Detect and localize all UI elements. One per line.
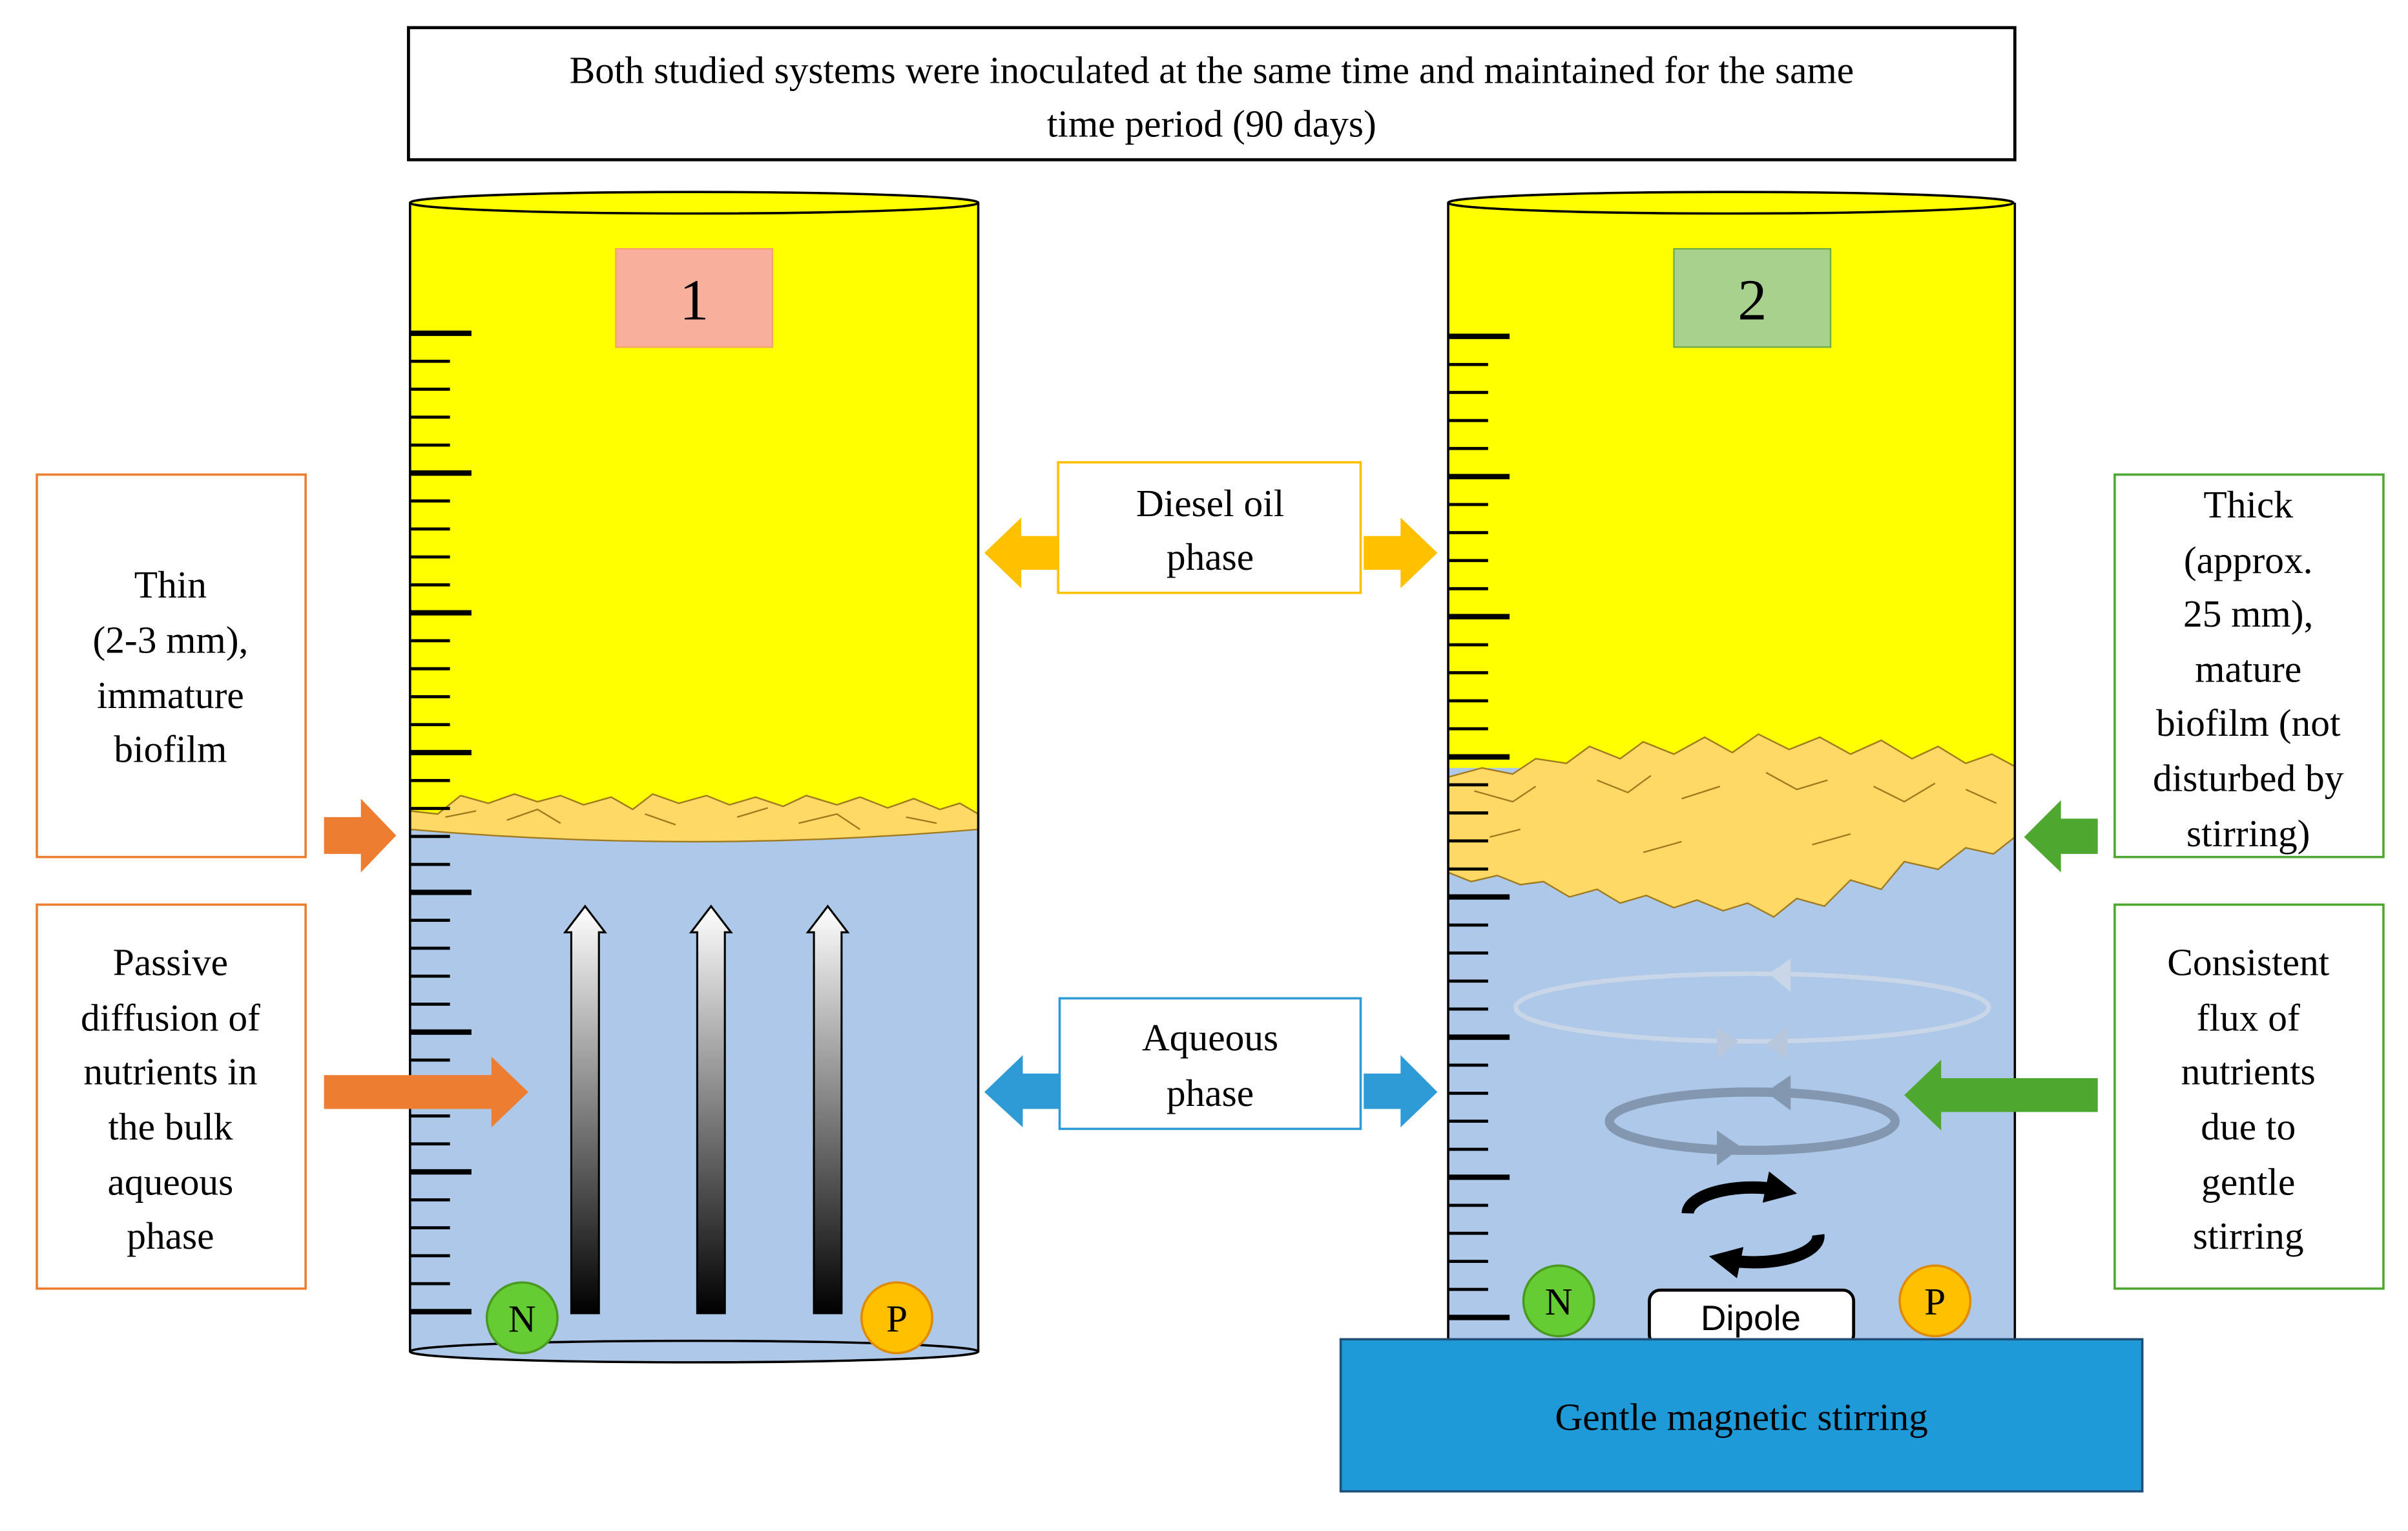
diffusion-arrows	[563, 904, 850, 1315]
consistent-flux-line-6: stirring	[2193, 1214, 2304, 1257]
passive-diffusion-box: Passive diffusion of nutrients in the bu…	[36, 903, 307, 1290]
nutrient-n-1	[485, 1281, 559, 1355]
biofilm-1	[409, 793, 979, 843]
thick-biofilm-line-6: disturbed by	[2153, 756, 2344, 799]
consistent-flux-line-4: due to	[2201, 1105, 2296, 1148]
thick-biofilm-line-5: biofilm (not	[2156, 702, 2341, 744]
nutrient-n-2	[1522, 1264, 1595, 1338]
system-2-number-box	[1673, 247, 1832, 348]
passive-diffusion-line-5: aqueous	[108, 1161, 234, 1203]
diffusion-arrow-3	[805, 904, 850, 1315]
passive-diffusion-line-4: the bulk	[108, 1105, 233, 1148]
nutrient-p-1-label: P	[886, 1297, 908, 1340]
header-line-2: time period (90 days)	[1047, 103, 1376, 145]
oil-arrow-left	[984, 517, 1059, 588]
thick-biofilm-box: Thick (approx. 25 mm), mature biofilm (n…	[2113, 473, 2385, 859]
biofilm-1-arrow	[324, 798, 397, 873]
header-line-1: Both studied systems were inoculated at …	[570, 48, 1854, 91]
thick-biofilm-line-1: Thick	[2203, 483, 2293, 526]
diffusion-arrow-1	[563, 904, 607, 1315]
consistent-flux-line-3: nutrients	[2181, 1050, 2316, 1093]
diffusion-arrow-2	[689, 904, 733, 1315]
thick-biofilm-line-3: 25 mm),	[2183, 592, 2313, 635]
biofilm-2	[1447, 733, 2016, 918]
cylinder-2-top	[1447, 191, 2015, 215]
aqueous-line-1: Aqueous	[1142, 1016, 1278, 1059]
passive-diffusion-line-1: Passive	[113, 941, 228, 984]
header-box: Both studied systems were inoculated at …	[407, 26, 2017, 161]
oil-arrow-right	[1364, 517, 1438, 588]
aqueous-arrow-left	[984, 1055, 1060, 1128]
passive-diffusion-line-6: phase	[127, 1214, 214, 1257]
flux-arrow-pointer	[1904, 1059, 2098, 1130]
system-1-number-box	[615, 247, 774, 348]
graduation-scale-1	[410, 330, 472, 1315]
diesel-oil-line-1: Diesel oil	[1136, 482, 1284, 525]
thick-biofilm-line-4: mature	[2195, 648, 2301, 691]
stirrer-label: Gentle magnetic stirring	[1555, 1395, 1928, 1438]
passive-diffusion-line-2: diffusion of	[81, 996, 260, 1039]
thin-biofilm-line-2: (2-3 mm),	[92, 618, 248, 661]
cylinder-1-top	[409, 191, 980, 215]
thick-biofilm-line-2: (approx.	[2184, 539, 2313, 581]
consistent-flux-line-1: Consistent	[2167, 941, 2329, 984]
thin-biofilm-line-1: Thin	[134, 563, 207, 606]
aqueous-box: Aqueous phase	[1058, 997, 1362, 1130]
thin-biofilm-line-3: immature	[97, 674, 244, 716]
nutrient-p-1	[860, 1281, 933, 1355]
flow-ring-outer	[1513, 971, 1991, 1044]
thin-biofilm-box: Thin (2-3 mm), immature biofilm	[36, 473, 307, 859]
thick-biofilm-line-7: stirring)	[2186, 812, 2310, 855]
nutrient-n-1-label: N	[508, 1297, 536, 1340]
passive-diffusion-line-3: nutrients in	[83, 1050, 257, 1093]
diffusion-arrow-pointer	[324, 1056, 528, 1128]
consistent-flux-line-5: gentle	[2201, 1161, 2295, 1203]
consistent-flux-box: Consistent flux of nutrients due to gent…	[2113, 903, 2385, 1290]
diesel-oil-line-2: phase	[1167, 536, 1254, 578]
aqueous-line-2: phase	[1167, 1072, 1254, 1114]
circulation-flow	[1513, 958, 1991, 1278]
dipole-label: Dipole	[1701, 1298, 1801, 1338]
magnetic-stirrer	[1339, 1338, 2144, 1493]
system-2-number: 2	[1738, 267, 1767, 333]
system-1-number: 1	[680, 267, 709, 333]
cylinder-1	[409, 191, 980, 1364]
flow-ring-inner	[1604, 1087, 1900, 1155]
nutrient-n-2-label: N	[1545, 1280, 1573, 1323]
diesel-oil-box: Diesel oil phase	[1057, 461, 1362, 594]
thin-biofilm-line-4: biofilm	[114, 727, 227, 770]
rotation-arrow-top	[1681, 1171, 1798, 1214]
consistent-flux-line-2: flux of	[2197, 996, 2300, 1039]
biofilm-2-arrow	[2024, 800, 2098, 873]
nutrient-p-2-label: P	[1924, 1280, 1946, 1323]
nutrient-p-2	[1898, 1264, 1972, 1338]
aqueous-arrow-right	[1364, 1055, 1438, 1128]
rotation-arrow-bottom	[1708, 1234, 1825, 1278]
